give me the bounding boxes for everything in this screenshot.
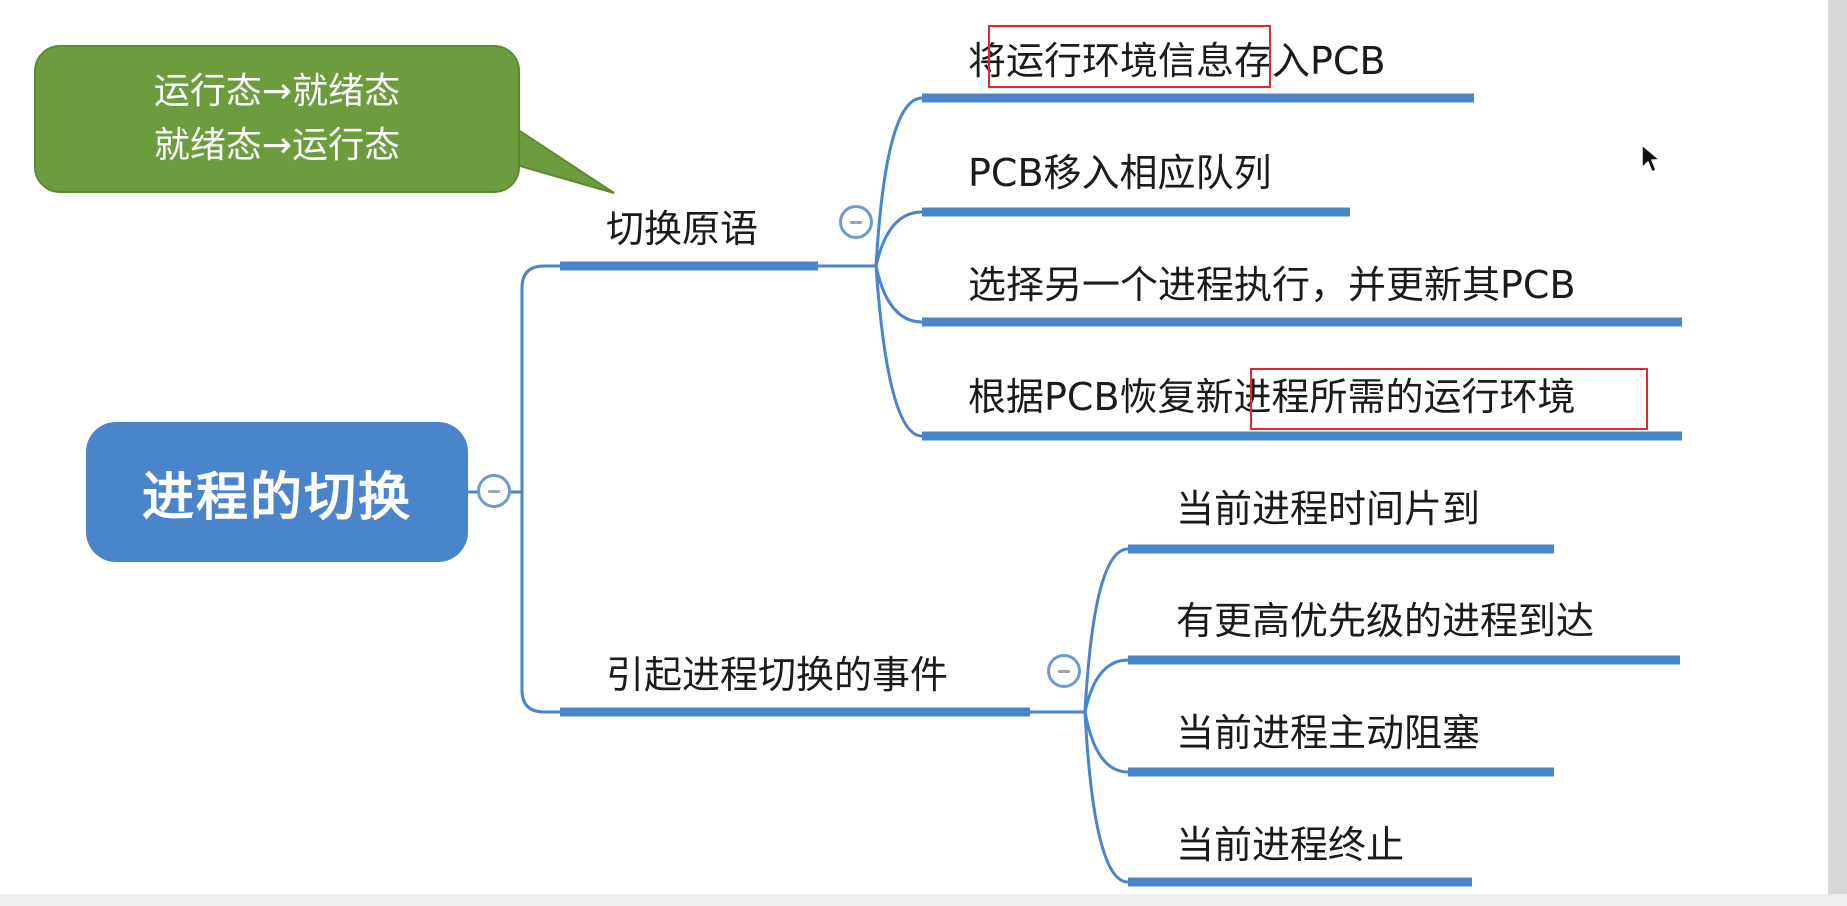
branch-2-collapse-icon[interactable] — [1047, 654, 1081, 688]
topic-time-slice[interactable]: 当前进程时间片到 — [1176, 487, 1481, 531]
topic-save-context[interactable]: 将运行环境信息存入PCB — [968, 39, 1386, 83]
topic-higher-priority[interactable]: 有更高优先级的进程到达 — [1176, 599, 1595, 643]
root-topic[interactable]: 进程的切换 — [86, 422, 468, 562]
callout-bubble: 运行态→就绪态 就绪态→运行态 — [34, 45, 520, 193]
mouse-pointer-icon — [1641, 144, 1661, 173]
branch-title-switch-events[interactable]: 引起进程切换的事件 — [606, 653, 949, 697]
callout-line-1: 运行态→就绪态 — [153, 71, 401, 112]
branch-2-fan — [1083, 547, 1130, 884]
highlight-box-restore-context — [1250, 368, 1648, 430]
topic-block[interactable]: 当前进程主动阻塞 — [1176, 711, 1481, 755]
page-edge-right — [1828, 0, 1847, 906]
page-edge-bottom — [0, 894, 1847, 906]
branch-1-collapse-icon[interactable] — [839, 205, 873, 239]
topic-restore-context[interactable]: 根据PCB恢复新进程所需的运行环境 — [968, 375, 1576, 419]
callout-line-2: 就绪态→运行态 — [153, 125, 401, 166]
topic-move-pcb[interactable]: PCB移入相应队列 — [968, 151, 1272, 195]
root-collapse-icon[interactable] — [477, 474, 511, 508]
topic-terminate[interactable]: 当前进程终止 — [1176, 823, 1405, 867]
topic-select-process[interactable]: 选择另一个进程执行，并更新其PCB — [968, 263, 1576, 307]
root-branch-curve — [520, 264, 562, 714]
highlight-box-save-context — [988, 25, 1271, 88]
branch-title-switch-primitive[interactable]: 切换原语 — [606, 207, 759, 251]
branch-1-fan — [874, 96, 924, 438]
